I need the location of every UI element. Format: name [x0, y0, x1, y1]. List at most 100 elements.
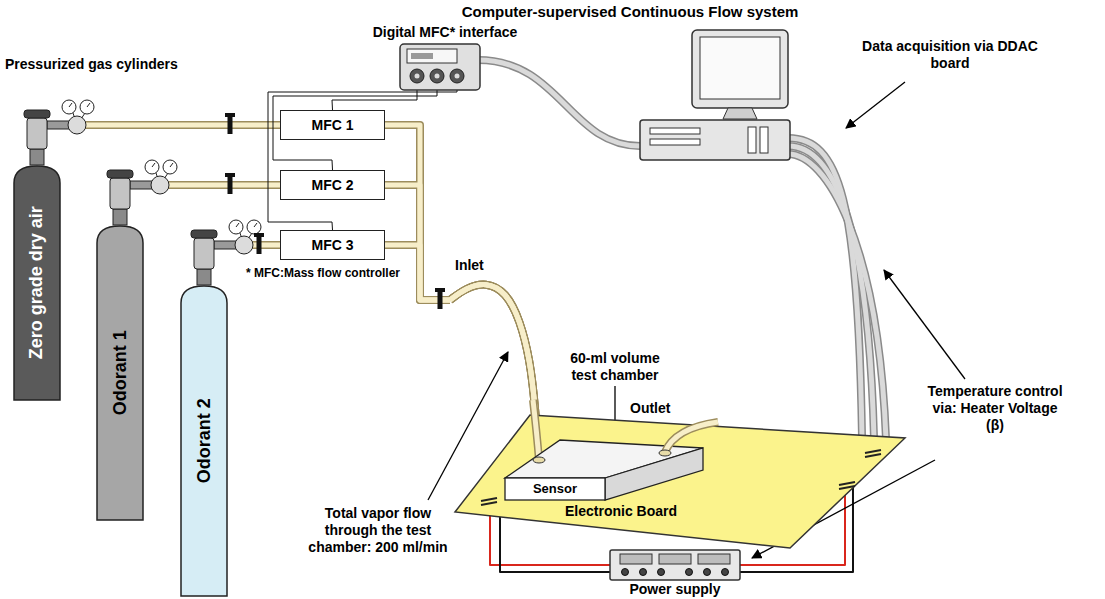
drive-slot — [650, 128, 700, 134]
data-cable — [478, 60, 640, 146]
gas-cylinder: Odorant 2 — [181, 285, 227, 596]
shutoff-valve — [225, 113, 235, 134]
monitor-screen — [700, 37, 780, 99]
cylinder-valve — [107, 160, 177, 225]
electronic-board: Electronic Board Sensor — [455, 415, 905, 548]
interface-display — [407, 49, 457, 63]
board-connector — [481, 498, 497, 501]
callout-label: 60-ml volume test chamber — [570, 350, 659, 383]
callout-label: Inlet — [455, 257, 484, 273]
chamber-side — [605, 448, 703, 500]
pipe-outline — [385, 125, 539, 460]
diagram-title: Computer-supervised Continuous Flow syst… — [462, 3, 799, 20]
pipe-outline — [385, 185, 539, 460]
board-connector — [865, 454, 881, 457]
process-box: MFC 1 — [280, 110, 385, 140]
cable-outline — [478, 60, 640, 146]
socket-pin — [415, 74, 420, 79]
power-terminal — [704, 569, 711, 576]
node-label: MFC 3 — [312, 237, 354, 254]
node-label: Odorant 1 — [109, 330, 131, 415]
pipe-outline — [665, 422, 718, 452]
pipe-outline — [120, 185, 280, 225]
board-connector — [839, 482, 855, 485]
node-label: MFC 2 — [312, 177, 354, 194]
power-terminal — [722, 569, 729, 576]
power-terminal — [686, 569, 693, 576]
outlet-tube — [665, 422, 718, 452]
leader-arrow — [846, 82, 905, 128]
interface-case — [400, 44, 480, 90]
socket-pin — [435, 74, 440, 79]
power-terminal — [658, 569, 665, 576]
board-connector — [481, 502, 497, 505]
power-supply-case — [610, 550, 740, 580]
power-display — [659, 554, 691, 564]
board-connector — [839, 486, 855, 489]
label-box: Inlet — [455, 257, 505, 274]
monitor-stand — [723, 108, 757, 119]
gas-cylinder — [97, 226, 143, 520]
gas-cylinder — [181, 286, 227, 596]
computer-case — [640, 120, 790, 160]
shutoff-valve — [435, 288, 445, 309]
node-label: Electronic Board — [565, 503, 677, 520]
callout-label: Temperature control via: Heater Voltage … — [927, 383, 1062, 433]
connector-socket — [450, 69, 464, 83]
power-display — [698, 554, 730, 564]
title-box: Computer-supervised Continuous Flow syst… — [430, 3, 830, 21]
process-box: MFC 2 — [280, 170, 385, 200]
node-label: Zero grade dry air — [26, 206, 48, 359]
callout-label: Outlet — [630, 400, 670, 416]
circuit-board — [455, 415, 905, 548]
node-label: MFC 1 — [312, 117, 354, 134]
gas-cylinder — [14, 166, 60, 400]
power-terminal — [622, 569, 629, 576]
outlet-port — [659, 450, 671, 456]
label-box: Temperature control via: Heater Voltage … — [925, 383, 1065, 433]
data-cable — [788, 154, 886, 439]
socket-pin — [455, 74, 460, 79]
node-label: Power supply — [610, 581, 740, 598]
drive-slot — [650, 139, 700, 145]
process-box: MFC 3 — [280, 230, 385, 260]
label-box: * MFC:Mass flow controller — [246, 266, 418, 280]
gas-cylinder: Zero grade dry air — [14, 165, 60, 400]
gas-pipe — [385, 185, 539, 460]
gas-pipe — [385, 125, 539, 460]
node-label: Digital MFC* interface — [355, 24, 535, 41]
label-box: Pressurized gas cylinders — [5, 56, 205, 73]
node-label: Sensor — [505, 478, 605, 500]
gas-pipe — [120, 185, 280, 225]
node-label: Odorant 2 — [193, 398, 215, 483]
mfc-interface: Digital MFC* interface — [355, 24, 535, 92]
monitor — [692, 30, 788, 108]
chamber-front — [505, 478, 605, 500]
power-terminal — [640, 569, 647, 576]
label-box: Data acquisition via DDAC board — [860, 38, 1040, 72]
shutoff-valve — [254, 233, 264, 254]
label-box: Outlet — [630, 400, 690, 417]
drive-bay — [760, 127, 768, 153]
callout-label: Total vapor flow through the test chambe… — [308, 505, 447, 555]
control-wire — [268, 76, 457, 230]
callout-label: * MFC:Mass flow controller — [246, 266, 400, 280]
label-box: 60-ml volume test chamber — [560, 350, 670, 384]
display-segment — [411, 53, 433, 59]
test-chamber: Sensor — [505, 438, 705, 502]
drive-bay — [748, 127, 756, 153]
connector-socket — [430, 69, 444, 83]
pipe-outline — [533, 400, 539, 460]
gas-cylinder: Odorant 1 — [97, 225, 143, 520]
callout-label: Pressurized gas cylinders — [5, 56, 178, 72]
label-box: Total vapor flow through the test chambe… — [300, 505, 456, 555]
pipe-outline — [385, 245, 539, 460]
power-supply: Power supply — [610, 550, 740, 597]
connector-socket — [410, 69, 424, 83]
inlet-port — [533, 457, 545, 463]
inlet-tube — [533, 400, 539, 460]
shutoff-valve — [225, 173, 235, 194]
